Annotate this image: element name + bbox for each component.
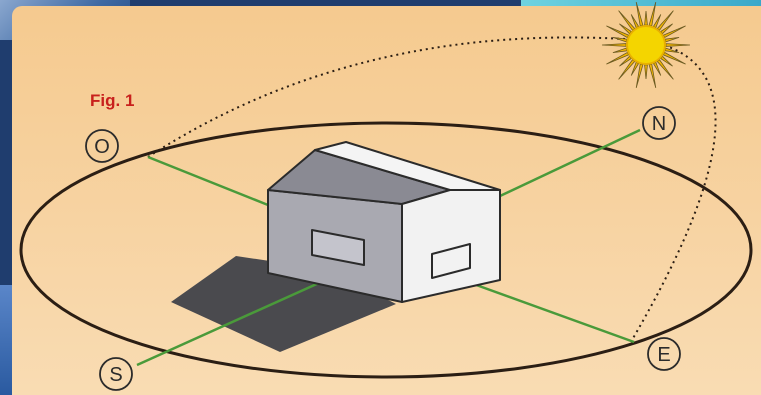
sun-ray — [613, 48, 627, 53]
direction-east-label: E — [657, 344, 670, 366]
sun-ray — [657, 60, 673, 80]
direction-west: O — [86, 130, 118, 162]
house-gable-wall — [402, 190, 500, 302]
sun-ray — [645, 11, 648, 25]
sun-disc — [627, 26, 665, 64]
sun-ray — [619, 60, 635, 80]
direction-south: S — [100, 358, 132, 390]
direction-east: E — [648, 338, 680, 370]
direction-south-label: S — [109, 364, 122, 386]
sun-ray — [636, 2, 643, 26]
sun-ray — [636, 64, 643, 88]
axis-east-segment — [468, 282, 634, 342]
sun-ray — [666, 44, 690, 47]
house-icon — [268, 142, 500, 302]
direction-west-label: O — [94, 136, 110, 158]
sun-ray — [645, 65, 648, 79]
axis-west-segment — [148, 157, 268, 205]
sun-ray — [602, 44, 626, 47]
sun-ray — [657, 11, 673, 31]
figure-label: Fig. 1 — [90, 91, 134, 110]
direction-north-label: N — [652, 113, 666, 135]
sun-ray — [649, 2, 656, 26]
sun-ray — [649, 64, 656, 88]
sun-ray — [619, 11, 635, 31]
direction-north: N — [643, 107, 675, 139]
sun-icon — [602, 2, 690, 88]
sun-ray — [665, 37, 679, 42]
